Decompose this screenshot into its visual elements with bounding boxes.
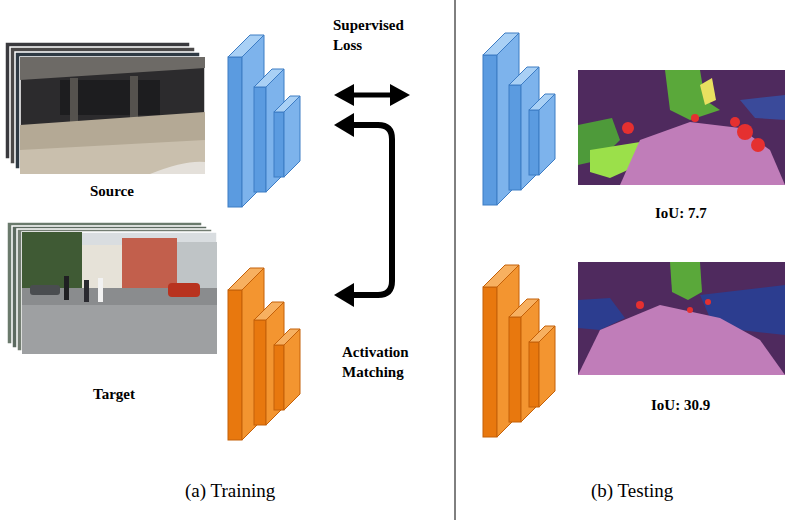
arrow-head bbox=[334, 84, 354, 106]
seg-person bbox=[730, 117, 740, 127]
road bbox=[22, 305, 217, 354]
target-network bbox=[483, 265, 555, 437]
source-network bbox=[228, 35, 300, 207]
target-network bbox=[228, 268, 300, 440]
target-photo bbox=[22, 232, 217, 354]
car bbox=[30, 285, 60, 295]
segmentation-map bbox=[578, 262, 785, 375]
trees bbox=[22, 232, 82, 292]
pedestrian bbox=[84, 280, 89, 302]
seg-road bbox=[578, 305, 785, 375]
seg-person bbox=[622, 122, 634, 134]
pedestrian bbox=[98, 278, 103, 302]
seg-road bbox=[620, 122, 785, 185]
ground bbox=[20, 140, 205, 174]
target-image-stack bbox=[7, 222, 217, 354]
seg-person bbox=[691, 114, 699, 122]
car-hood bbox=[150, 162, 205, 174]
source-image-stack bbox=[5, 42, 205, 174]
seg-sign bbox=[700, 78, 716, 105]
arrow-head bbox=[334, 283, 354, 307]
seg-vegetation bbox=[670, 262, 702, 300]
seg-vegetation bbox=[665, 70, 720, 120]
seg-person bbox=[737, 124, 753, 140]
pillar bbox=[70, 78, 78, 123]
panel-divider bbox=[455, 0, 456, 520]
seg-person bbox=[636, 301, 644, 309]
arrow-head bbox=[390, 84, 410, 106]
annotation-label: IoU: 7.7 bbox=[655, 204, 707, 224]
segmentation-map bbox=[578, 70, 785, 185]
subfigure-caption: (b) Testing bbox=[591, 480, 673, 503]
building bbox=[177, 242, 217, 290]
activation-matching-arrow bbox=[334, 113, 392, 307]
seg-person bbox=[687, 307, 693, 313]
annotation-label: Activation Matching bbox=[342, 343, 442, 382]
seg-background bbox=[578, 262, 785, 375]
supervised-loss-arrow bbox=[334, 84, 410, 106]
seg-person bbox=[705, 299, 711, 305]
ground bbox=[20, 112, 205, 174]
source-photo bbox=[20, 57, 205, 174]
overpass bbox=[20, 57, 205, 80]
arrow-shaft bbox=[350, 93, 395, 98]
arrow-head bbox=[334, 113, 354, 137]
annotation-label: Source bbox=[90, 182, 134, 202]
seg-person bbox=[751, 138, 765, 152]
seg-background bbox=[578, 70, 785, 185]
pedestrian bbox=[64, 276, 69, 300]
annotation-label: IoU: 30.9 bbox=[651, 396, 710, 416]
seg-car bbox=[740, 95, 785, 120]
road bbox=[22, 288, 217, 354]
annotation-label: Target bbox=[93, 385, 135, 405]
annotation-label: Supervised Loss bbox=[333, 16, 433, 55]
building bbox=[122, 238, 177, 290]
source-network bbox=[483, 33, 555, 205]
car bbox=[168, 283, 200, 297]
arrow-shaft bbox=[350, 125, 392, 295]
subfigure-caption: (a) Training bbox=[185, 480, 275, 503]
